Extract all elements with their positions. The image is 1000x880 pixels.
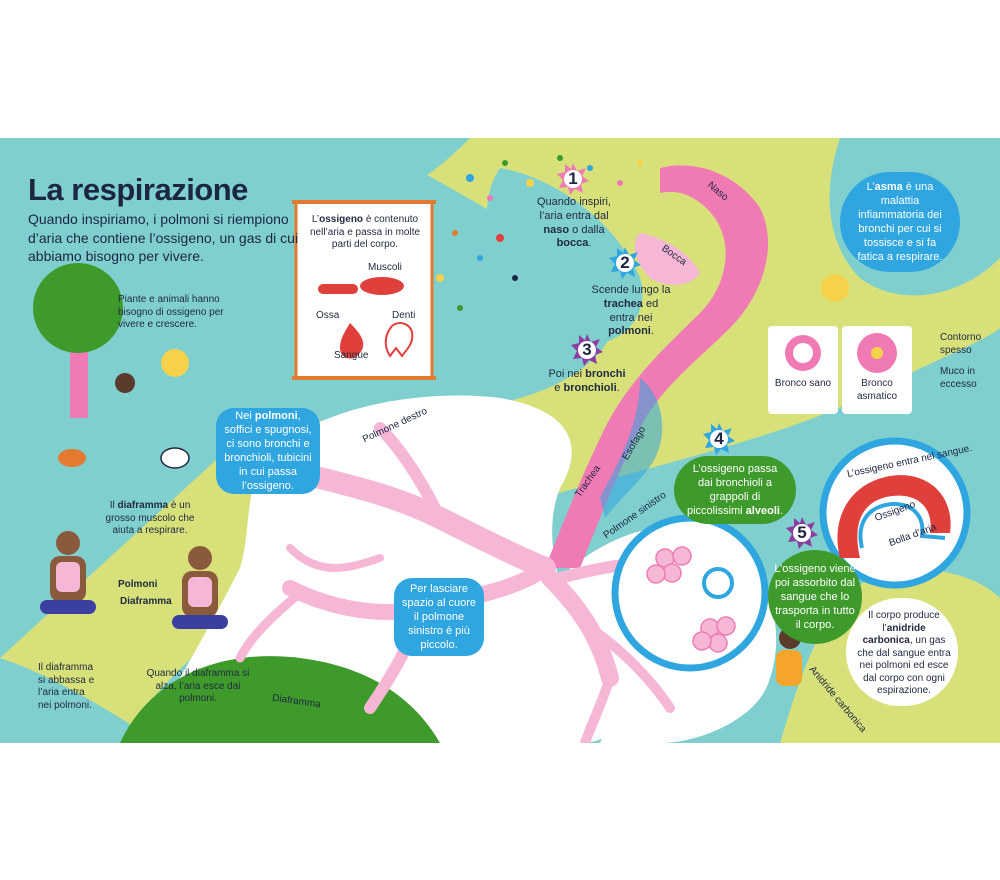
alveoli-clusters (646, 546, 736, 653)
poster-label-denti: Denti (392, 310, 416, 321)
poster-label-sangue: Sangue (334, 350, 369, 361)
step-4-badge: 4 (702, 422, 736, 456)
figure1-head (56, 531, 80, 555)
heart-bubble: Per lasciare spazio al cuore il polmone … (394, 578, 484, 656)
tooth-icon (384, 322, 414, 358)
muscle-icon (360, 277, 404, 295)
step-3-badge: 3 (570, 333, 604, 367)
teal-top (250, 138, 470, 200)
blood-drop-icon (340, 323, 364, 359)
book-spread: La respirazione Quando inspiriamo, i pol… (0, 138, 1000, 743)
bone-icon (318, 284, 358, 294)
step-4-bubble: L’ossigeno passa dai bronchioli a grappo… (674, 456, 796, 524)
muco-label: Muco in eccesso (940, 366, 977, 390)
figure2-head (188, 546, 212, 570)
step-2-badge: 2 (608, 246, 642, 280)
co2-text: Il corpo produce l’anidride carbonica, u… (857, 610, 951, 696)
poster-label-muscoli: Muscoli (368, 262, 402, 273)
bronco-asmatico-mucus (871, 347, 883, 359)
poster-text: L’ossigeno è contenuto nell’aria e passa… (309, 214, 421, 250)
step-1-badge: 1 (556, 162, 590, 196)
asthma-bubble: L’asma è una malattia infiammatoria dei … (840, 172, 960, 272)
teal-blob (486, 168, 643, 344)
lungs-bubble: Nei polmoni, soffici e spugnosi, ci sono… (216, 408, 320, 494)
step-5-badge: 5 (785, 516, 819, 550)
step-1-text: Quando inspiri, l’aria entra dal naso o … (537, 196, 611, 250)
figure1-legs (40, 600, 96, 614)
diaphragm-intro: Il diaframma è un grosso muscolo che aiu… (105, 500, 195, 536)
alveoli-magnifier (611, 514, 769, 672)
intro-text: Quando inspiriamo, i polmoni si riempion… (28, 211, 299, 265)
contorno-label: Contorno spesso (940, 332, 982, 356)
bronchial-tree (235, 422, 686, 743)
mouth-cavity (634, 233, 700, 285)
figure2-legs (172, 615, 228, 629)
step-2-text: Scende lungo la trachea ed entra nei pol… (591, 284, 671, 338)
goose-icon (160, 447, 190, 469)
air-bubble-line (858, 501, 946, 549)
teal-bottom-left (0, 658, 160, 743)
blood-vessel (837, 475, 951, 558)
co2-girl-body (776, 650, 802, 686)
girl-head (115, 373, 135, 393)
diaframma-label: Diaframma (120, 596, 172, 607)
blood-magnifier (819, 437, 971, 589)
page-title: La respirazione (28, 172, 248, 207)
airway (545, 165, 769, 568)
co2-cloud (846, 598, 958, 706)
figure1-lungs (56, 562, 80, 592)
bronco-asmatico-label: Bronco asmatico (856, 378, 897, 402)
doctor-head (821, 274, 849, 302)
tree-trunk (70, 333, 88, 418)
polmoni-label: Polmoni (118, 579, 158, 590)
figure2-lungs (188, 577, 212, 607)
poster-label-ossa: Ossa (316, 310, 340, 321)
dog-icon (58, 449, 86, 467)
diaphragm-hill (120, 656, 440, 743)
plants-note: Piante e animali hanno bisogno di ossige… (118, 294, 224, 330)
sunflower-icon (161, 349, 189, 377)
bronco-sano-label: Bronco sano (774, 378, 832, 389)
tree-crown (33, 263, 123, 353)
background-illustration (0, 138, 1000, 743)
step-3-text: Poi nei bronchi e bronchioli. (548, 368, 626, 394)
diaphragm-down-text: Il diaframma si abbassa e l’aria entra n… (38, 662, 95, 711)
step-5-bubble: L’ossigeno viene poi assorbito dal sangu… (768, 550, 862, 644)
esophagus (600, 378, 663, 518)
diaphragm-up-text: Quando il diaframma si alza, l’aria esce… (146, 668, 250, 704)
air-particles (436, 155, 643, 311)
bronco-sano-lumen (793, 343, 813, 363)
